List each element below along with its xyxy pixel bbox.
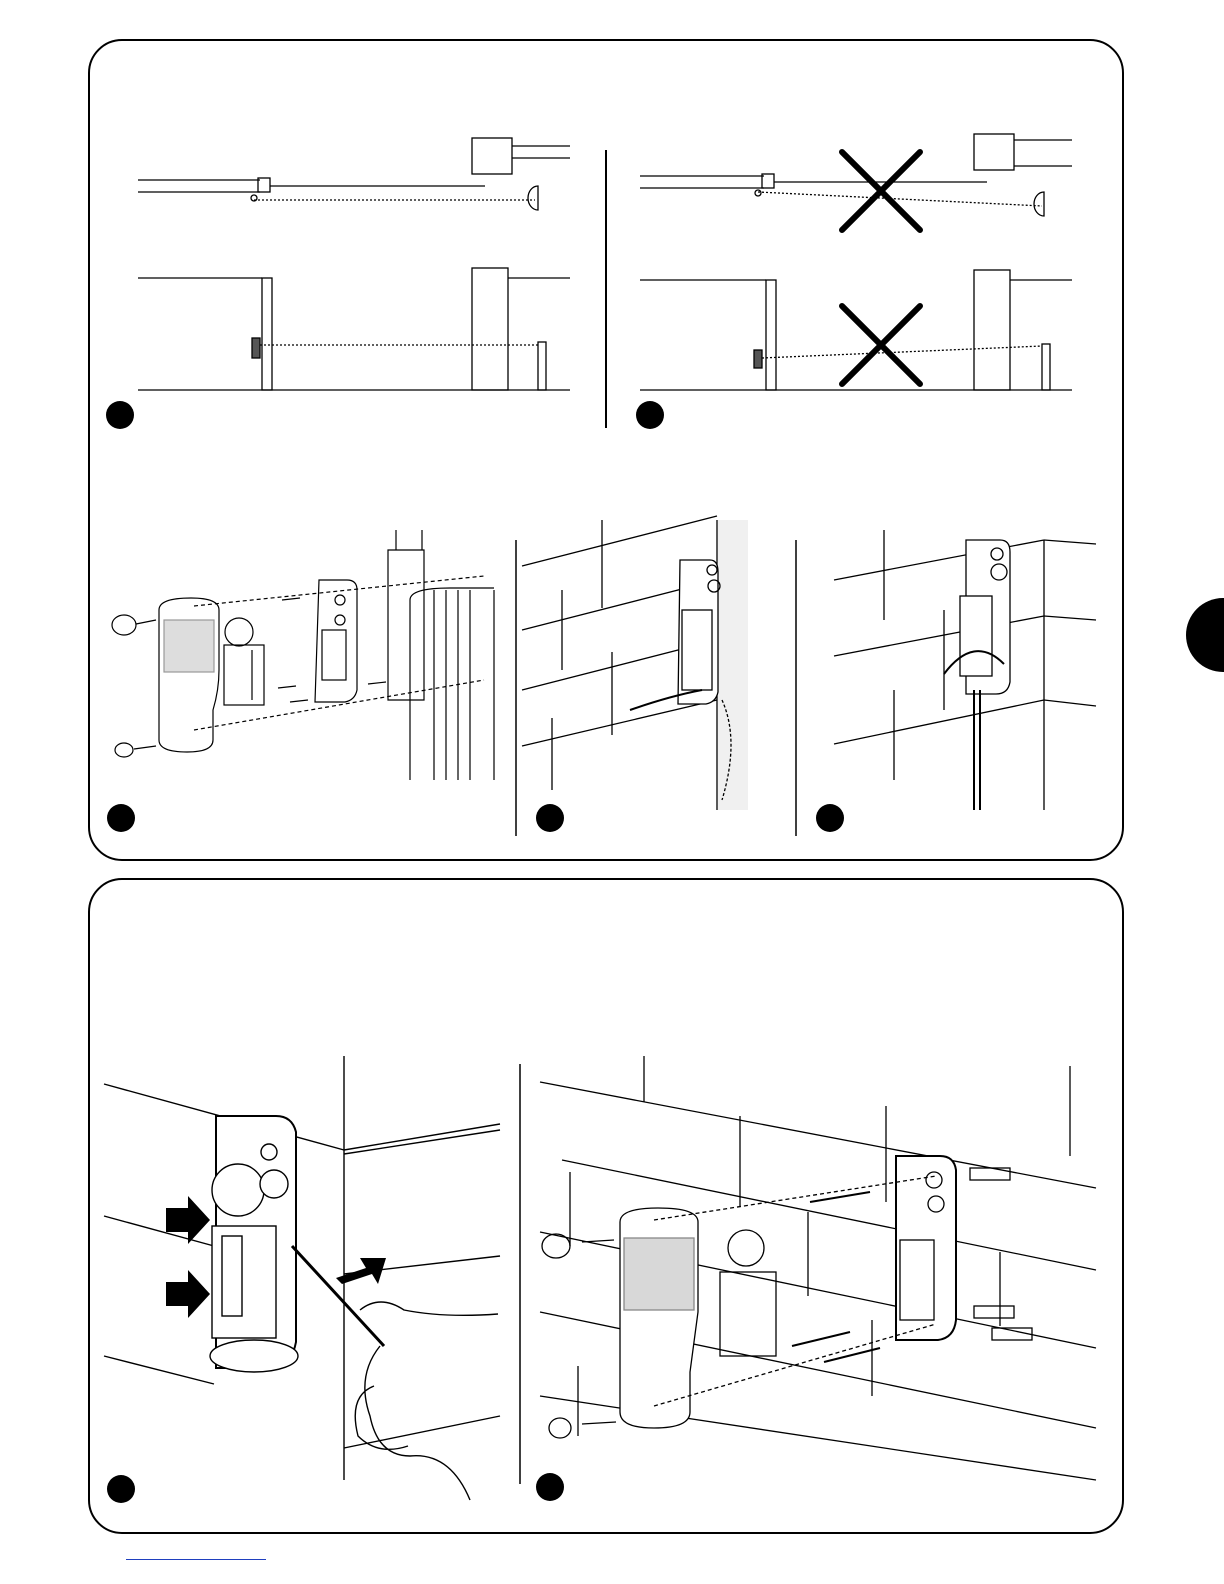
figure-exploded-assembly [104, 520, 504, 785]
divider-line [515, 540, 517, 836]
figure-marker-dot [816, 804, 844, 832]
figure-marker-dot [107, 804, 135, 832]
figure-marker-dot [636, 401, 664, 429]
figure-marker-dot [536, 804, 564, 832]
figure-marker-dot [107, 1475, 135, 1503]
divider-line [605, 150, 607, 428]
figure-removing-circuit-board [104, 1056, 500, 1480]
figure-wall-mount-conduit [522, 520, 790, 810]
divider-line [795, 540, 797, 836]
figure-wall-fixing-assembly [540, 1056, 1096, 1480]
figure-incorrect-alignment [632, 130, 1082, 400]
figure-marker-dot [536, 1473, 564, 1501]
figure-marker-dot [106, 401, 134, 429]
section-tab-marker [1186, 598, 1224, 672]
divider-line [519, 1064, 521, 1484]
figure-wall-mount-post [834, 520, 1096, 810]
footer-link-underline [126, 1559, 266, 1560]
figure-correct-alignment [130, 130, 580, 400]
